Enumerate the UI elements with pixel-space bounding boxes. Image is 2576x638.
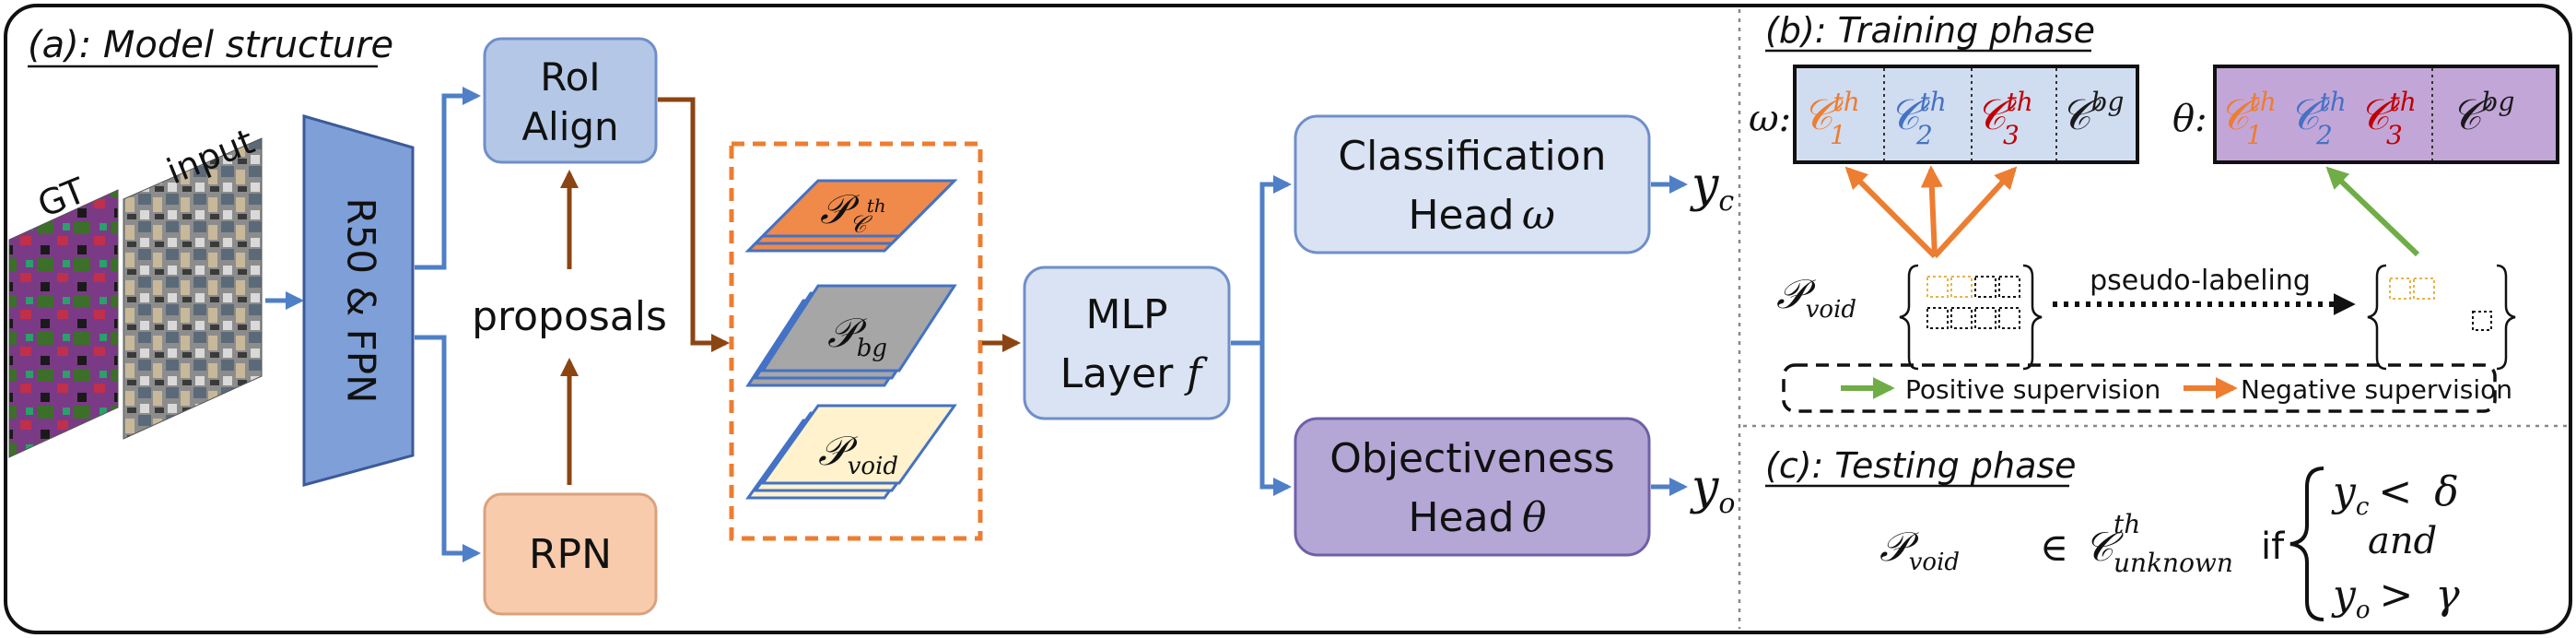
theta-label: θ:: [2172, 98, 2207, 140]
neg-arrow-1: [1844, 166, 1938, 259]
result-set-boxes: [2389, 278, 2492, 331]
testing-if-label: if: [2261, 526, 2285, 568]
feature-sets-container: [729, 141, 983, 541]
roi-align-line1: RoI: [540, 54, 600, 100]
void-set-brace-right: [2022, 264, 2043, 371]
condition-2: yo>γ: [2331, 572, 2460, 624]
condition-brace: [2289, 467, 2324, 621]
mlp-box: [1023, 266, 1231, 420]
neg-arrow-3: [1932, 166, 2018, 259]
arrow-roi-to-sets: [658, 97, 730, 352]
output-yo: yo: [1690, 460, 1735, 520]
cls-head-line2: Head: [1408, 192, 1514, 239]
omega-label: ω:: [1749, 98, 1791, 140]
set-stack-bg: [745, 284, 957, 387]
set-stack-cth: [744, 179, 958, 253]
testing-unknown-class: 𝒞unknownth: [2084, 509, 2233, 578]
pseudo-labeling-label: pseudo-labeling: [2090, 265, 2311, 297]
supervision-legend: [1782, 363, 2497, 413]
result-set-brace-right: [2496, 264, 2516, 371]
void-set-brace-left: [1899, 264, 1919, 371]
arrow-backbone-to-roi: [415, 87, 481, 270]
void-set-boxes: [1926, 276, 2020, 329]
obj-head-line2: Head: [1408, 494, 1514, 541]
arrow-mlp-to-obj: [1231, 340, 1292, 496]
rpn-box: [483, 492, 658, 616]
arrow-backbone-to-rpn: [415, 335, 481, 562]
gt-image: [8, 189, 119, 458]
roi-align-line2: Align: [521, 104, 618, 149]
cls-head-line1: Classification: [1338, 133, 1606, 180]
roi-align-box: [483, 37, 658, 164]
backbone-label: R50 & FPN: [339, 198, 384, 404]
objectiveness-head-box: [1294, 417, 1651, 557]
omega-vector: [1793, 65, 2139, 164]
panel-b-title: (b): Training phase: [1765, 10, 2095, 51]
mlp-line1: MLP: [1085, 291, 1167, 338]
condition-and: and: [2368, 520, 2437, 562]
legend-positive-label: Positive supervision: [1905, 374, 2160, 405]
rpn-label: RPN: [529, 531, 612, 578]
theta-vector: [2213, 65, 2559, 164]
input-image: [123, 137, 263, 440]
classification-head-box: [1294, 114, 1651, 254]
mlp-line2: Layer: [1060, 350, 1175, 397]
panel-a-title: (a): Model structure: [28, 24, 393, 66]
cls-head-symbol: ω: [1522, 192, 1555, 239]
panel-c-title: (c): Testing phase: [1765, 445, 2077, 486]
obj-head-line1: Objectiveness: [1329, 435, 1614, 482]
output-yc: yc: [1690, 158, 1734, 218]
condition-1: yc<δ: [2331, 468, 2459, 521]
result-set-brace-left: [2367, 264, 2387, 371]
set-stack-void: [745, 404, 957, 500]
backbone-block: [302, 114, 415, 487]
testing-in-symbol: ∈: [2040, 525, 2068, 570]
proposals-label: proposals: [472, 293, 667, 340]
obj-head-symbol: θ: [1522, 494, 1547, 541]
pos-arrow: [2325, 166, 2420, 257]
neg-arrow-2: [1920, 165, 1943, 257]
legend-negative-label: Negative supervision: [2241, 374, 2512, 405]
